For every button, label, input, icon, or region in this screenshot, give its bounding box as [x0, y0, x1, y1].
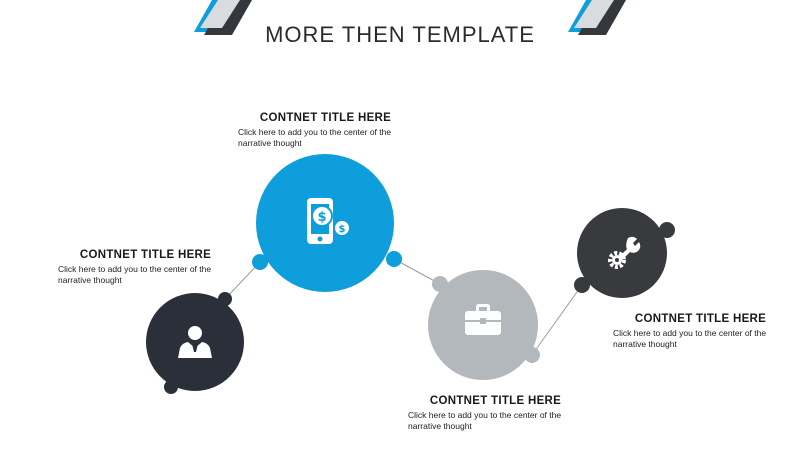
- step-description: Click here to add you to the center of t…: [613, 328, 767, 349]
- mobile-payment-icon: $ $: [307, 198, 351, 244]
- step-description: Click here to add you to the center of t…: [58, 264, 212, 285]
- step-title: CONTNET TITLE HERE: [429, 395, 562, 407]
- step-description: Click here to add you to the center of t…: [238, 127, 392, 148]
- step-text-4: CONTNET TITLE HERE Click here to add you…: [613, 313, 788, 350]
- step-description: Click here to add you to the center of t…: [408, 410, 562, 431]
- connector-3-4: [531, 284, 583, 356]
- page-title: MORE THEN TEMPLATE: [265, 22, 535, 47]
- left-slash-decoration: [194, 0, 252, 35]
- right-slash-decoration: [568, 0, 626, 35]
- step-node-2: $ $: [252, 154, 402, 292]
- step-text-1: CONTNET TITLE HERE Click here to add you…: [58, 249, 233, 286]
- step-node-3: [428, 270, 540, 380]
- person-icon: [178, 326, 212, 358]
- svg-text:$: $: [339, 224, 346, 235]
- wrench-gear-icon: [608, 236, 641, 269]
- step-node-4: [574, 208, 675, 298]
- step-text-2: CONTNET TITLE HERE Click here to add you…: [238, 112, 413, 149]
- briefcase-icon: [465, 304, 501, 335]
- step-title: CONTNET TITLE HERE: [79, 249, 212, 261]
- step-title: CONTNET TITLE HERE: [634, 313, 767, 325]
- svg-text:$: $: [317, 210, 326, 225]
- step-text-3: CONTNET TITLE HERE Click here to add you…: [408, 395, 583, 432]
- connector-1-2: [224, 261, 261, 300]
- connector-2-3: [393, 258, 441, 285]
- step-title: CONTNET TITLE HERE: [259, 112, 392, 124]
- step-node-1: [146, 292, 244, 394]
